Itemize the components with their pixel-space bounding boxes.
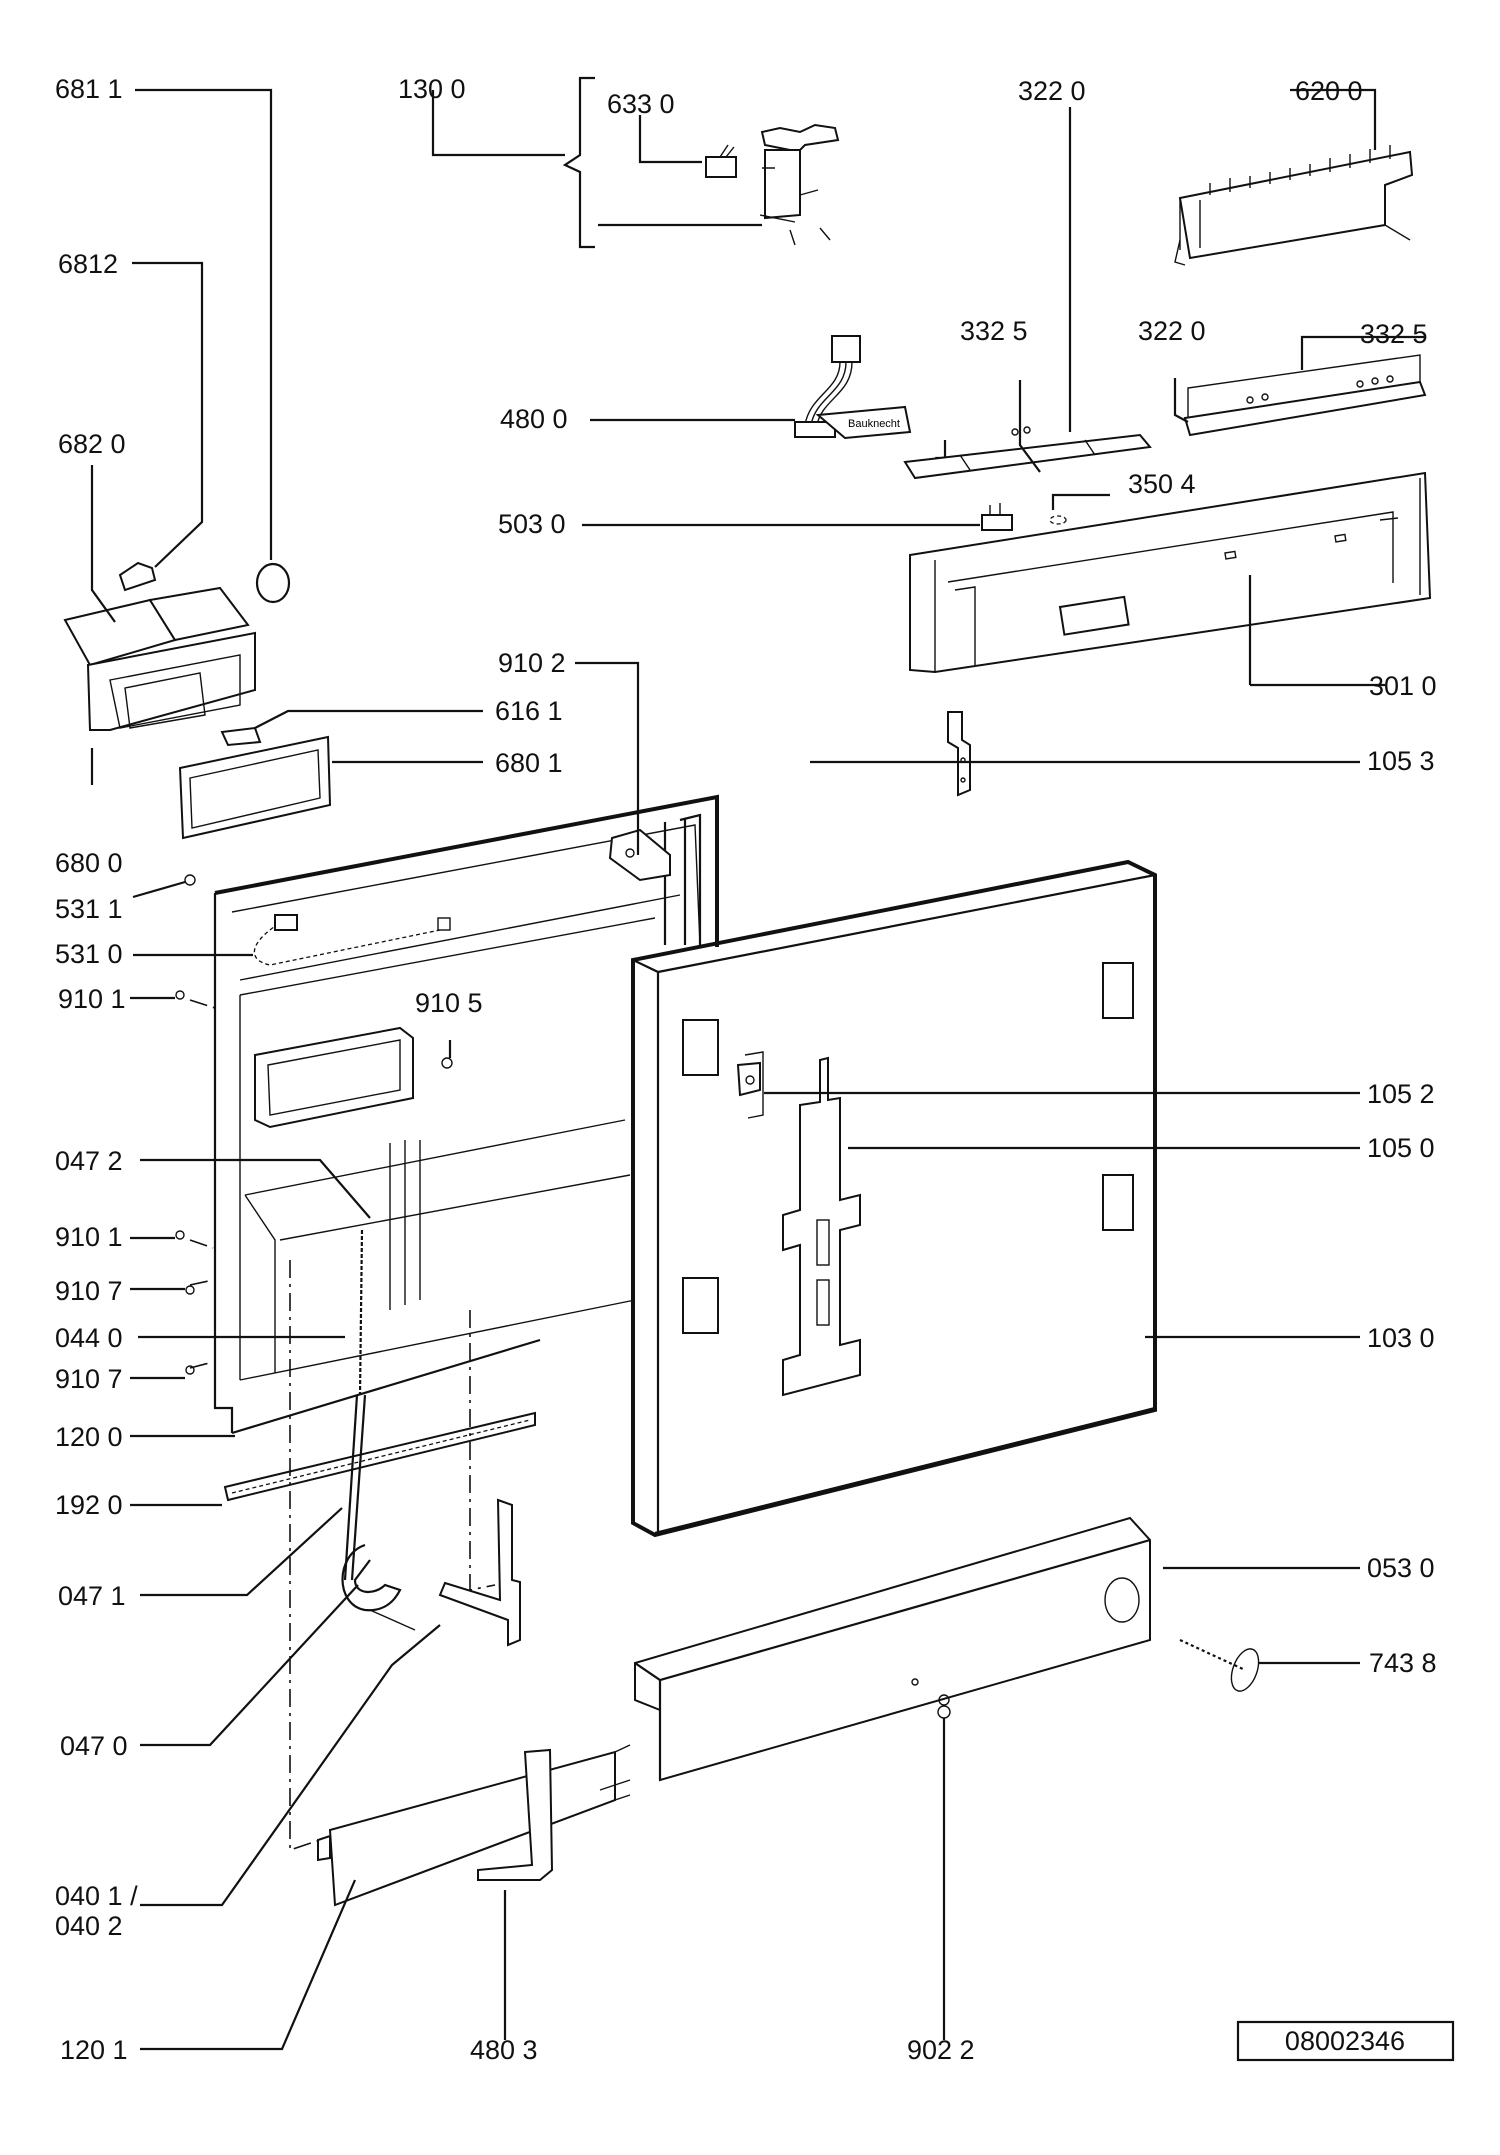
inner-door-panel-120 — [213, 794, 719, 1435]
door-lock-body — [759, 123, 840, 246]
part-label-480-0: 480 0 — [500, 404, 568, 434]
part-label-130-0: 130 0 — [398, 74, 466, 104]
plug-681-1 — [255, 562, 291, 604]
brand-label-text: Bauknecht — [848, 418, 900, 430]
kick-plate-053 — [634, 1516, 1151, 1782]
part-label-743-8: 743 8 — [1369, 1648, 1437, 1678]
part-label-047-2: 047 2 — [55, 1146, 123, 1176]
part-label-480-3: 480 3 — [470, 2035, 538, 2065]
part-label-681-1: 681 1 — [55, 74, 123, 104]
door-spring-044 — [343, 1229, 367, 1581]
spring-holder-047 — [341, 1543, 416, 1631]
screw-axis-lines — [189, 999, 216, 1369]
lower-panel-120-1 — [317, 1744, 631, 1907]
part-label-531-0: 531 0 — [55, 939, 123, 969]
part-label-192-0: 192 0 — [55, 1490, 123, 1520]
part-label-531-1: 531 1 — [55, 894, 123, 924]
part-label-322-0-top: 322 0 — [1018, 76, 1086, 106]
part-label-332-5-right: 332 5 — [1360, 319, 1428, 349]
part-label-105-2: 105 2 — [1367, 1079, 1435, 1109]
part-label-616-1: 616 1 — [495, 696, 563, 726]
spring-743 — [1179, 1639, 1260, 1692]
screw-910-5 — [441, 1057, 453, 1069]
leader-lines — [90, 88, 1425, 2051]
clip-350 — [1049, 515, 1067, 525]
part-label-620-0: 620 0 — [1295, 76, 1363, 106]
part-label-503-0: 503 0 — [498, 509, 566, 539]
latch-6812 — [118, 561, 157, 592]
screw-910-7 — [185, 1285, 195, 1295]
part-label-040-2: 040 2 — [55, 1911, 123, 1941]
part-label-047-1: 047 1 — [58, 1581, 126, 1611]
outer-door-panel-103 — [631, 859, 1157, 1538]
part-label-910-2: 910 2 — [498, 648, 566, 678]
part-label-044-0: 044 0 — [55, 1323, 123, 1353]
part-label-105-0: 105 0 — [1367, 1133, 1435, 1163]
part-label-105-3: 105 3 — [1367, 746, 1435, 776]
wiring-harness-480 — [794, 335, 861, 438]
part-label-910-5: 910 5 — [415, 988, 483, 1018]
part-label-910-7-bottom: 910 7 — [55, 1364, 123, 1394]
switch-503 — [981, 503, 1013, 531]
center-line — [289, 1260, 321, 1852]
part-label-680-1: 680 1 — [495, 748, 563, 778]
control-panel-fascia-301 — [909, 471, 1432, 674]
part-label-6812: 6812 — [58, 249, 118, 279]
rail-192 — [223, 1411, 536, 1502]
part-label-047-0: 047 0 — [60, 1731, 128, 1761]
dispenser-gasket-680-1 — [178, 735, 332, 840]
part-label-682-0: 682 0 — [58, 429, 126, 459]
part-label-910-1-top: 910 1 — [58, 984, 126, 1014]
clip-616 — [220, 726, 262, 747]
part-label-103-0: 103 0 — [1367, 1323, 1435, 1353]
foot-bracket-480-3 — [477, 1748, 554, 1881]
center-line — [469, 1310, 496, 1591]
micro-switch-633 — [705, 144, 737, 178]
part-label-053-0: 053 0 — [1367, 1553, 1435, 1583]
bracket-105-3 — [947, 711, 971, 797]
screw-910-7b — [185, 1365, 195, 1375]
assembly-brace — [562, 76, 595, 249]
screw-910-1b — [175, 1230, 185, 1240]
hinge-bracket-040 — [438, 1498, 521, 1647]
part-label-350-4: 350 4 — [1128, 469, 1196, 499]
part-label-902-2: 902 2 — [907, 2035, 975, 2065]
document-number: 08002346 — [1285, 2026, 1405, 2056]
detergent-dispenser-680 — [63, 586, 256, 731]
part-label-120-1: 120 1 — [60, 2035, 128, 2065]
screw-531-1 — [184, 874, 196, 886]
display-board-322 — [1183, 354, 1427, 437]
part-label-332-5-left: 332 5 — [960, 316, 1028, 346]
door-lock-assembly — [562, 76, 840, 249]
document-number-box: 08002346 — [1236, 2020, 1455, 2062]
control-module-620 — [1174, 145, 1414, 266]
part-label-910-7-top: 910 7 — [55, 1276, 123, 1306]
control-panel-foil — [903, 426, 1152, 480]
part-label-040-1: 040 1 / — [55, 1881, 138, 1911]
part-label-633-0: 633 0 — [607, 89, 675, 119]
part-label-680-0: 680 0 — [55, 848, 123, 878]
catch-105-2 — [736, 1051, 764, 1119]
part-label-910-1-bottom: 910 1 — [55, 1222, 123, 1252]
mounting-rail-105 — [782, 1056, 861, 1397]
part-label-322-0-right: 322 0 — [1138, 316, 1206, 346]
part-label-120-0: 120 0 — [55, 1422, 123, 1452]
screw-910-1 — [175, 990, 185, 1000]
part-label-301-0: 301 0 — [1369, 671, 1437, 701]
